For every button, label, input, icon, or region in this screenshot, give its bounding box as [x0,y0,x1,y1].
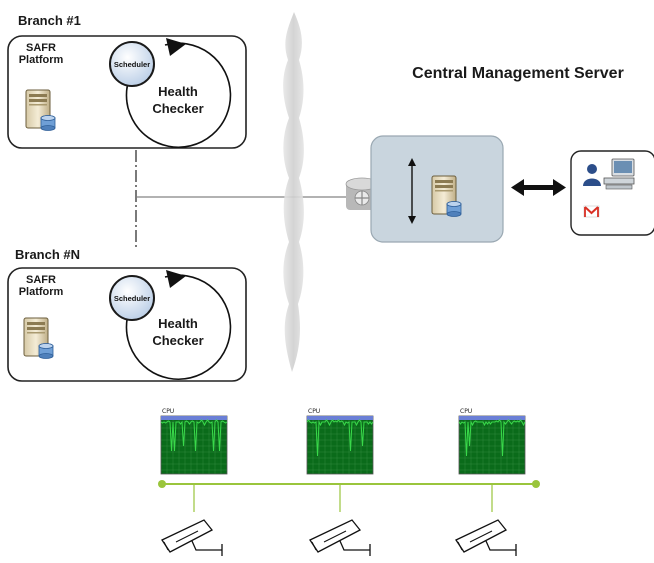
user-icon [583,164,601,186]
branch-1-group: Branch #1 SAFR Platform Scheduler Health… [7,13,247,149]
branch-1-platform-line1: SAFR [26,42,56,54]
branch-n-scheduler-label: Scheduler [114,294,150,303]
branch-1-scheduler-circle [109,41,155,87]
branch-1-scheduler-label: Scheduler [114,60,150,69]
security-camera-icon [309,519,371,557]
camera-network-endpoint-right [532,480,540,488]
double-arrow-icon [511,179,566,196]
branch-n-checker-line1: Health [158,316,198,331]
cpu-usage-trace [160,419,228,452]
branch-1-checker-line2: Checker [152,101,203,116]
branch-n-title: Branch #N [15,247,80,262]
cpu-label: CPU [460,408,472,415]
cpu-monitor-2: CPU [306,408,374,512]
branch-n-scheduler-circle [109,275,155,321]
cpu-graph-panel [458,415,526,475]
branch-n-health-checker-loop [125,270,232,380]
firewall-arrow-icon [408,158,416,224]
gmail-icon [583,205,600,218]
branch-n-platform-line1: SAFR [26,274,56,286]
router-icon [345,177,379,210]
branch-1-platform-line2: Platform [19,54,64,66]
cpu-label: CPU [308,408,320,415]
cpu-monitor-1: CPU [160,408,228,512]
branch-n-group: Branch #N SAFR Platform Scheduler Health… [7,247,247,382]
branch-1-loop-arrowhead-icon [166,38,186,56]
branch-n-loop-arrowhead-icon [166,270,186,288]
camera-network-endpoint-left [158,480,166,488]
security-camera-icon [161,519,223,557]
cpu-usage-trace [306,419,374,457]
cpu-label: CPU [162,408,174,415]
security-camera-icon [455,519,517,557]
cpu-monitor-3: CPU [458,408,526,512]
branch-1-health-checker-loop [125,38,232,148]
branch-n-platform-line2: Platform [19,286,64,298]
cpu-monitor-area: CPU CPU CPU [160,408,526,557]
computer-icon [603,158,635,190]
internet-cloud-shape [283,12,304,372]
branch-1-checker-line1: Health [158,84,198,99]
branch-n-checker-line2: Checker [152,333,203,348]
branch-1-title: Branch #1 [18,13,81,28]
cpu-usage-trace [458,419,526,457]
central-server-title: Central Management Server [412,65,624,82]
